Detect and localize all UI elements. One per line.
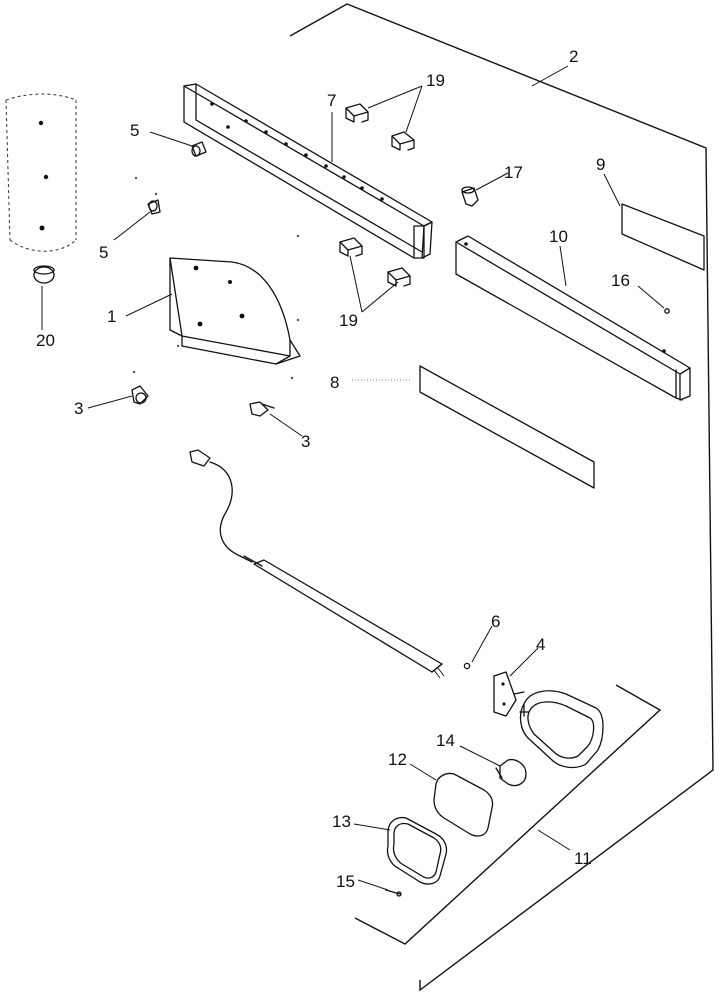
callout-15: 15 <box>336 872 355 891</box>
callout-10: 10 <box>549 227 568 246</box>
callout-11: 11 <box>574 849 592 868</box>
light-bar-tube <box>253 559 445 679</box>
callout-19-lower: 19 <box>339 311 358 330</box>
callout-3-left: 3 <box>74 399 83 418</box>
cap-plug <box>33 265 55 284</box>
support-post <box>5 93 77 252</box>
lamp-lens <box>433 772 494 837</box>
wire-harness <box>189 449 263 567</box>
bolt-3-left <box>131 385 149 405</box>
callout-20: 20 <box>36 331 55 350</box>
bolt-5-upper <box>191 141 207 157</box>
leader-lines <box>41 65 665 891</box>
bolt-5-lower <box>147 199 161 215</box>
screw-15 <box>385 889 402 897</box>
lamp-bulb <box>495 758 527 787</box>
callout-9: 9 <box>596 155 605 174</box>
bolt-3-right <box>249 401 275 417</box>
callout-3-right: 3 <box>301 432 310 451</box>
callout-13: 13 <box>332 812 351 831</box>
callout-2: 2 <box>569 47 578 66</box>
callout-labels: 2 7 19 5 17 9 10 5 16 1 19 20 8 3 3 6 4 … <box>36 47 630 891</box>
callout-17: 17 <box>504 163 523 182</box>
callout-14: 14 <box>436 731 455 750</box>
tube-bar-10 <box>455 235 691 401</box>
callout-8: 8 <box>330 373 339 392</box>
callout-12: 12 <box>388 750 407 769</box>
callout-6: 6 <box>491 612 500 631</box>
callout-4: 4 <box>536 635 545 654</box>
mounting-bracket <box>132 176 301 380</box>
clip-upper-b <box>391 131 415 151</box>
screw-16 <box>664 308 670 314</box>
clip-lower-a <box>339 237 363 257</box>
callout-1: 1 <box>107 307 116 326</box>
clip-lower-b <box>387 267 411 287</box>
reflector-strip-8 <box>419 365 595 489</box>
callout-7: 7 <box>327 91 336 110</box>
screw-6 <box>463 662 471 670</box>
callout-16: 16 <box>611 271 630 290</box>
lamp-housing <box>519 690 604 769</box>
clip-upper-a <box>345 103 369 123</box>
callout-5-upper: 5 <box>130 121 139 140</box>
lamp-gasket <box>386 816 448 885</box>
assembly-frame-outline <box>289 3 714 992</box>
callout-5-lower: 5 <box>99 243 108 262</box>
lamp-bracket <box>493 671 525 717</box>
reflector-strip-9 <box>621 203 705 271</box>
callout-19-upper: 19 <box>426 71 445 90</box>
lamp-subassembly-frame <box>354 684 662 945</box>
plug-17 <box>461 186 479 207</box>
tube-bar-7 <box>183 83 433 259</box>
